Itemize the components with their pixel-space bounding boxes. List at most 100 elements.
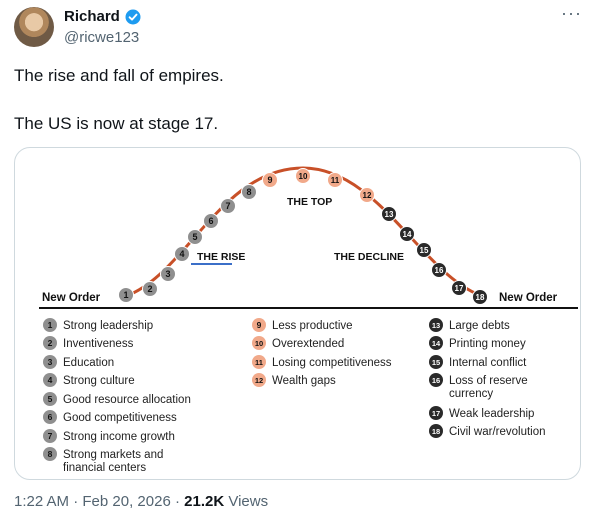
svg-text:Civil war/revolution: Civil war/revolution xyxy=(449,426,546,438)
stage-dot-2: 2 xyxy=(142,281,158,297)
stage-dot-18: 18 xyxy=(472,289,488,305)
svg-text:currency: currency xyxy=(449,388,493,400)
legend-item-15: 15 Internal conflict xyxy=(429,355,527,369)
svg-text:17: 17 xyxy=(432,409,440,418)
legend-item-10: 10 Overextended xyxy=(252,336,344,350)
legend-item-6: 6 Good competitiveness xyxy=(43,410,177,424)
svg-text:Wealth gaps: Wealth gaps xyxy=(272,375,336,387)
stage-dot-4: 4 xyxy=(174,246,190,262)
legend-item-18: 18 Civil war/revolution xyxy=(429,424,546,438)
legend-item-17: 17 Weak leadership xyxy=(429,406,534,420)
svg-text:2: 2 xyxy=(48,338,53,348)
author-name[interactable]: Richard xyxy=(64,8,120,25)
stage-dot-8: 8 xyxy=(241,184,257,200)
svg-text:Education: Education xyxy=(63,357,114,369)
legend-item-13: 13 Large debts xyxy=(429,318,510,332)
svg-text:11: 11 xyxy=(255,358,263,367)
svg-text:12: 12 xyxy=(255,376,263,385)
stage-dot-1: 1 xyxy=(118,287,134,303)
tweet-date[interactable]: Feb 20, 2026 xyxy=(82,493,171,510)
tweet-text: The rise and fall of empires. The US is … xyxy=(14,66,224,133)
svg-text:9: 9 xyxy=(257,320,262,330)
svg-text:Weak leadership: Weak leadership xyxy=(449,408,534,420)
svg-text:5: 5 xyxy=(48,394,53,404)
stage-dot-11: 11 xyxy=(327,172,343,188)
svg-text:13: 13 xyxy=(432,321,440,330)
svg-text:Large debts: Large debts xyxy=(449,320,510,332)
tweet-meta: 1:22 AM · Feb 20, 2026 · 21.2K Views xyxy=(14,493,269,510)
legend-item-5: 5 Good resource allocation xyxy=(43,392,191,406)
svg-text:16: 16 xyxy=(435,266,444,275)
svg-text:17: 17 xyxy=(455,284,464,293)
svg-text:16: 16 xyxy=(432,376,440,385)
svg-text:Internal conflict: Internal conflict xyxy=(449,357,527,369)
legend-item-1: 1 Strong leadership xyxy=(43,318,153,332)
stage-dot-7: 7 xyxy=(220,198,236,214)
svg-text:6: 6 xyxy=(48,412,53,422)
views-count: 21.2K xyxy=(184,493,225,510)
svg-text:Strong culture: Strong culture xyxy=(63,375,135,387)
stage-dot-6: 6 xyxy=(203,213,219,229)
svg-text:15: 15 xyxy=(420,246,429,255)
stage-dot-14: 14 xyxy=(399,226,415,242)
stage-diagram: New Order New Order THE RISE THE TOP THE… xyxy=(39,166,578,474)
stage-dot-17: 17 xyxy=(451,280,467,296)
stage-dot-3: 3 xyxy=(160,266,176,282)
svg-text:18: 18 xyxy=(432,427,440,436)
svg-text:1: 1 xyxy=(123,290,128,300)
svg-text:11: 11 xyxy=(331,176,340,185)
svg-text:12: 12 xyxy=(363,191,372,200)
phase-decline-label: THE DECLINE xyxy=(334,251,404,263)
svg-text:Good resource allocation: Good resource allocation xyxy=(63,394,191,406)
svg-text:14: 14 xyxy=(403,230,412,239)
verified-badge-icon xyxy=(125,9,141,25)
svg-text:5: 5 xyxy=(192,232,197,242)
svg-text:Losing competitiveness: Losing competitiveness xyxy=(272,357,392,369)
author-handle[interactable]: @ricwe123 xyxy=(64,29,140,46)
svg-text:15: 15 xyxy=(432,358,440,367)
views-label: Views xyxy=(228,493,269,510)
svg-text:8: 8 xyxy=(48,449,53,459)
svg-text:Strong markets and: Strong markets and xyxy=(63,449,163,461)
svg-text:Good competitiveness: Good competitiveness xyxy=(63,412,177,424)
legend-item-11: 11 Losing competitiveness xyxy=(252,355,392,369)
stage-dot-12: 12 xyxy=(359,187,375,203)
svg-text:13: 13 xyxy=(385,210,394,219)
svg-text:7: 7 xyxy=(225,201,230,211)
svg-text:14: 14 xyxy=(432,339,441,348)
legend-item-12: 12 Wealth gaps xyxy=(252,373,336,387)
phase-top-label: THE TOP xyxy=(287,196,332,208)
svg-text:Overextended: Overextended xyxy=(272,338,344,350)
more-options-icon[interactable]: ··· xyxy=(561,3,582,23)
stage-dot-13: 13 xyxy=(381,206,397,222)
svg-text:2: 2 xyxy=(147,284,152,294)
svg-text:7: 7 xyxy=(48,431,53,441)
stage-dot-10: 10 xyxy=(295,168,311,184)
svg-text:6: 6 xyxy=(208,216,213,226)
avatar[interactable] xyxy=(14,7,54,47)
svg-text:3: 3 xyxy=(165,269,170,279)
svg-text:8: 8 xyxy=(246,187,251,197)
stage-dot-9: 9 xyxy=(262,172,278,188)
svg-text:10: 10 xyxy=(299,172,308,181)
svg-text:4: 4 xyxy=(179,249,184,259)
rise-fall-curve xyxy=(122,166,486,299)
svg-text:Inventiveness: Inventiveness xyxy=(63,338,134,350)
svg-text:10: 10 xyxy=(255,339,263,348)
svg-text:18: 18 xyxy=(476,293,485,302)
svg-text:9: 9 xyxy=(267,175,272,185)
new-order-right: New Order xyxy=(499,292,558,304)
tweet-time[interactable]: 1:22 AM xyxy=(14,493,70,510)
media-card[interactable]: New Order New Order THE RISE THE TOP THE… xyxy=(14,147,581,480)
svg-text:1: 1 xyxy=(48,320,53,330)
phase-rise-label: THE RISE xyxy=(197,251,245,263)
svg-text:Less productive: Less productive xyxy=(272,320,353,332)
stage-dot-16: 16 xyxy=(431,262,447,278)
svg-text:Strong leadership: Strong leadership xyxy=(63,320,153,332)
